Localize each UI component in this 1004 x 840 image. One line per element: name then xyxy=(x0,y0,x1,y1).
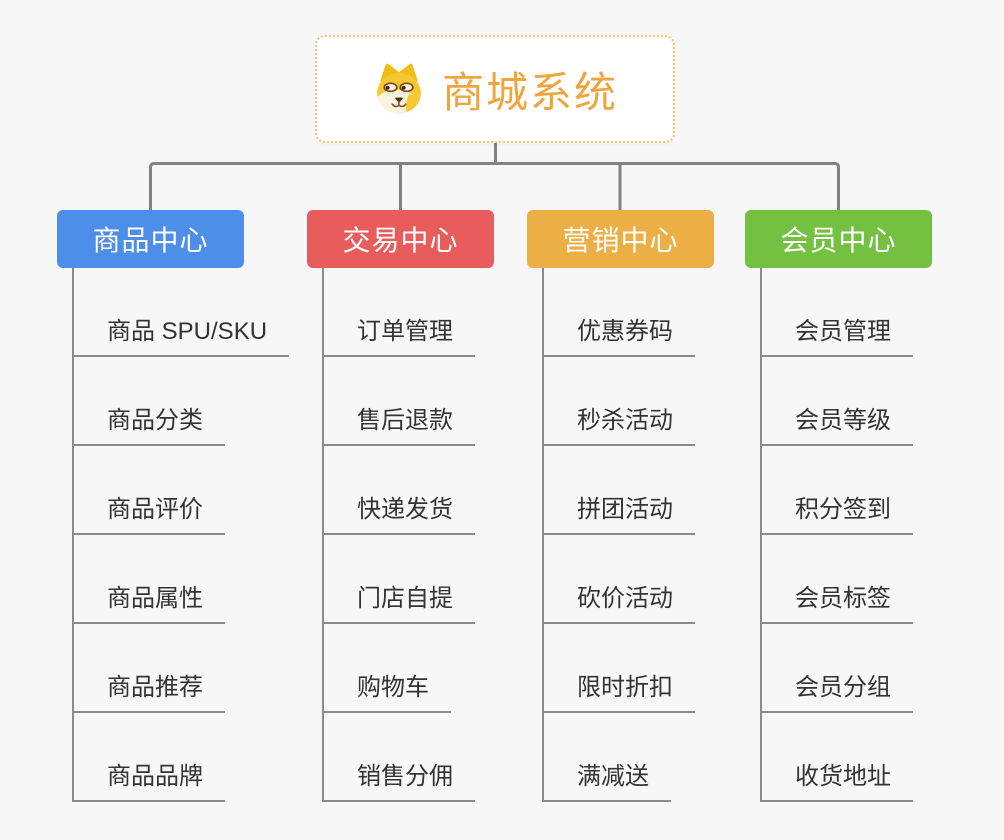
root-title: 商城系统 xyxy=(441,68,618,116)
node-item[interactable]: 会员标签 xyxy=(760,535,913,624)
branch-label: 交易中心 xyxy=(342,225,459,256)
node-item[interactable]: 优惠券码 xyxy=(542,268,695,357)
root-node[interactable]: 商城系统 xyxy=(315,35,675,143)
node-item[interactable]: 会员分组 xyxy=(760,624,913,713)
node-item[interactable]: 会员管理 xyxy=(760,268,913,357)
tree-trade-center: 订单管理 售后退款 快递发货 门店自提 购物车 销售分佣 xyxy=(322,268,475,802)
node-item[interactable]: 快递发货 xyxy=(322,446,475,535)
node-item[interactable]: 秒杀活动 xyxy=(542,357,695,446)
node-item[interactable]: 购物车 xyxy=(322,624,451,713)
node-item[interactable]: 门店自提 xyxy=(322,535,475,624)
tree-branch-line xyxy=(72,268,74,800)
tree-branch-line xyxy=(322,268,324,800)
node-item[interactable]: 砍价活动 xyxy=(542,535,695,624)
node-item[interactable]: 订单管理 xyxy=(322,268,475,357)
branch-label: 商品中心 xyxy=(92,225,209,256)
node-item[interactable]: 商品分类 xyxy=(72,357,225,446)
node-item[interactable]: 商品属性 xyxy=(72,535,225,624)
node-item[interactable]: 商品品牌 xyxy=(72,713,225,802)
branch-trade-center[interactable]: 交易中心 xyxy=(307,210,494,268)
node-item[interactable]: 销售分佣 xyxy=(322,713,475,802)
branch-member-center[interactable]: 会员中心 xyxy=(745,210,932,268)
node-item[interactable]: 积分签到 xyxy=(760,446,913,535)
tree-product-center: 商品 SPU/SKU 商品分类 商品评价 商品属性 商品推荐 商品品牌 xyxy=(72,268,290,802)
branch-label: 营销中心 xyxy=(562,225,679,256)
node-item[interactable]: 拼团活动 xyxy=(542,446,695,535)
node-item[interactable]: 会员等级 xyxy=(760,357,913,446)
tree-branch-line xyxy=(760,268,762,800)
node-item[interactable]: 售后退款 xyxy=(322,357,475,446)
node-item[interactable]: 限时折扣 xyxy=(542,624,695,713)
node-item[interactable]: 满减送 xyxy=(542,713,671,802)
branch-product-center[interactable]: 商品中心 xyxy=(57,210,244,268)
shiba-dog-icon xyxy=(377,63,421,114)
node-item[interactable]: 收货地址 xyxy=(760,713,913,802)
tree-branch-line xyxy=(542,268,544,800)
node-item[interactable]: 商品推荐 xyxy=(72,624,225,713)
node-item[interactable]: 商品评价 xyxy=(72,446,225,535)
tree-marketing-center: 优惠券码 秒杀活动 拼团活动 砍价活动 限时折扣 满减送 xyxy=(542,268,695,802)
tree-member-center: 会员管理 会员等级 积分签到 会员标签 会员分组 收货地址 xyxy=(760,268,913,802)
branch-label: 会员中心 xyxy=(780,225,897,256)
branch-marketing-center[interactable]: 营销中心 xyxy=(527,210,714,268)
node-item[interactable]: 商品 SPU/SKU xyxy=(72,268,290,357)
